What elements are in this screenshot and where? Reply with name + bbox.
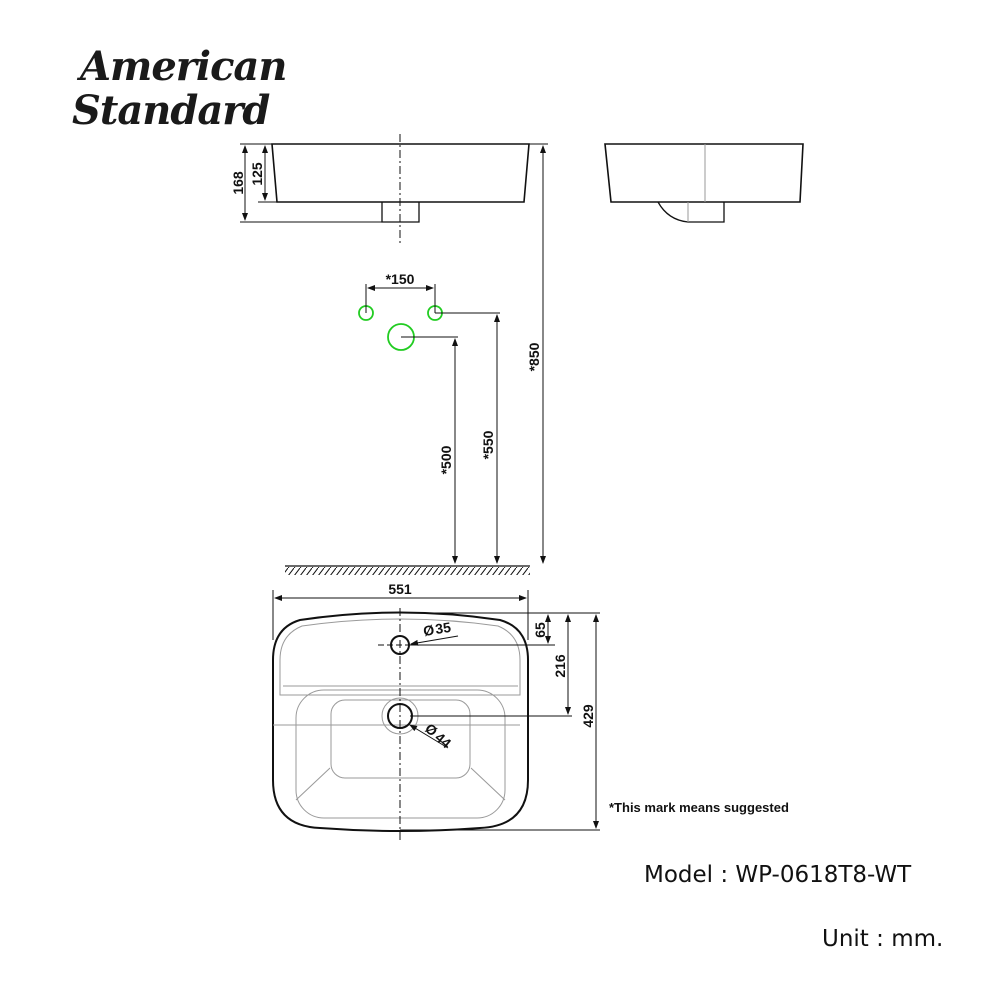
dim-125: 125 (249, 162, 265, 186)
dim-500: *500 (438, 445, 454, 474)
front-view (240, 134, 548, 245)
unit-label: Unit : mm. (822, 926, 944, 952)
suggested-points (358, 145, 546, 564)
dim-429: 429 (580, 704, 596, 728)
model-label: Model : WP-0618T8-WT (644, 862, 912, 888)
diameter-symbol: Ø (422, 622, 435, 639)
dim-550: *550 (480, 430, 496, 459)
dim-216: 216 (552, 654, 568, 678)
side-view (604, 143, 804, 223)
dim-850: *850 (526, 342, 542, 371)
tap-hole (390, 635, 410, 655)
dim-150: *150 (386, 271, 415, 287)
logo-line2: Standard (72, 87, 270, 134)
dim-65: 65 (532, 622, 548, 638)
dim-168: 168 (230, 171, 246, 195)
suggested-note: *This mark means suggested (609, 800, 789, 815)
logo-line1: American (76, 43, 286, 90)
dim-35: 35 (434, 619, 452, 637)
dim-tap-diameter: Ø 35 (422, 619, 452, 639)
american-standard-logo: American Standard (72, 43, 287, 134)
top-view (272, 590, 600, 840)
floor-line (285, 565, 530, 575)
dim-551: 551 (388, 581, 412, 597)
